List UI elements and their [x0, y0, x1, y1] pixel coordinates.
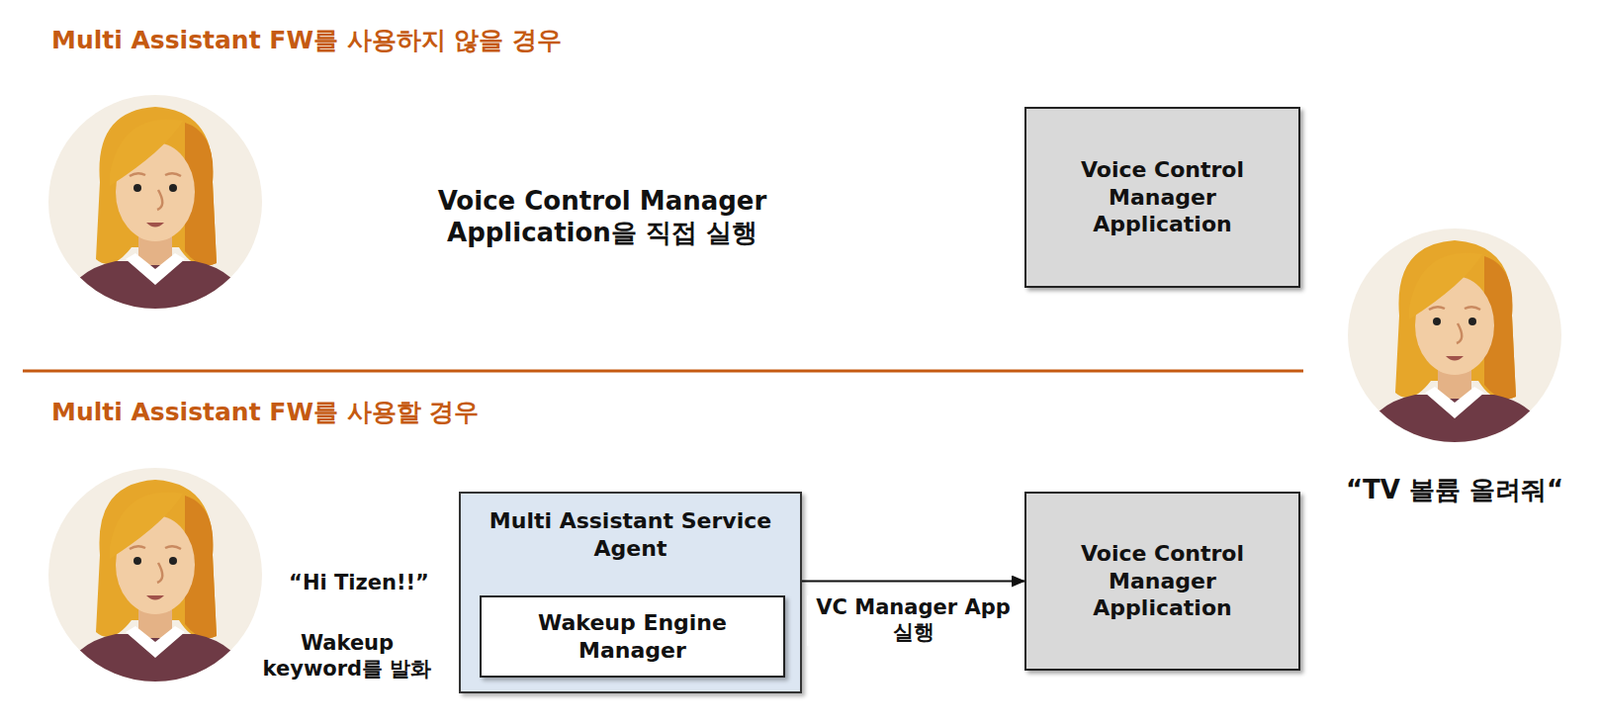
person-illustration [48, 94, 263, 313]
agent-box: Multi Assistant Service AgentWakeup Engi… [458, 491, 802, 694]
box-label: Voice Control Manager Application [1026, 539, 1299, 623]
section-heading: Multi Assistant FW를 사용할 경우 [51, 397, 479, 429]
edge-label: VC Manager App 실행 [806, 595, 1020, 646]
step-note: Voice Control Manager Application을 직접 실행 [404, 185, 800, 249]
step-note: Wakeup keyword를 발화 [253, 630, 442, 682]
speech-text: “Hi Tizen!!” [288, 570, 430, 597]
person-illustration [48, 467, 263, 686]
section-heading: Multi Assistant FW를 사용하지 않을 경우 [51, 25, 562, 57]
box-label: Voice Control Manager Application [1026, 156, 1299, 239]
engine-box: Wakeup Engine Manager [479, 595, 786, 678]
divider-line [22, 369, 1304, 373]
box-label: Wakeup Engine Manager [481, 609, 784, 664]
speech-text: “TV 볼륨 올려줘“ [1345, 474, 1564, 507]
app-box: Voice Control Manager Application [1024, 106, 1301, 288]
app-box: Voice Control Manager Application [1024, 491, 1301, 671]
person-illustration [1347, 228, 1562, 446]
box-label: Multi Assistant Service Agent [460, 507, 800, 562]
flow-arrow [801, 580, 1025, 583]
